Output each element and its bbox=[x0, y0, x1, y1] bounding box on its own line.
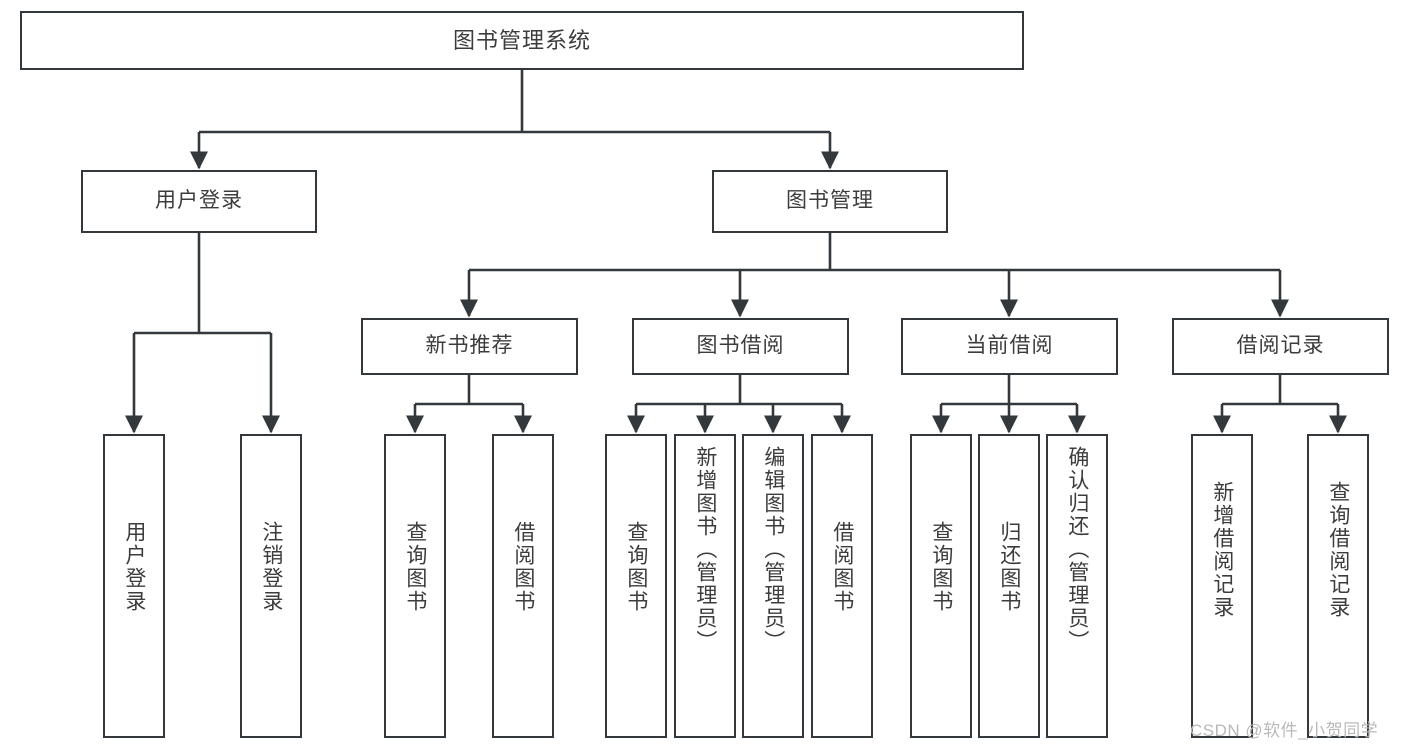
node-leaf-query-record[interactable]: 查询借阅记录 bbox=[1307, 434, 1369, 738]
node-borrow-record[interactable]: 借阅记录 bbox=[1172, 318, 1389, 375]
node-leaf-confirm-return-label: 确认归还（管理员） bbox=[1065, 446, 1089, 653]
node-leaf-query-record-label: 查询借阅记录 bbox=[1326, 481, 1350, 619]
node-leaf-borrow-book-2-label: 借阅图书 bbox=[830, 521, 854, 613]
node-leaf-borrow-book-2[interactable]: 借阅图书 bbox=[811, 434, 873, 738]
node-book-management[interactable]: 图书管理 bbox=[712, 170, 948, 233]
node-current-borrow[interactable]: 当前借阅 bbox=[901, 318, 1118, 375]
node-root[interactable]: 图书管理系统 bbox=[20, 11, 1024, 70]
node-leaf-user-login[interactable]: 用户登录 bbox=[103, 434, 165, 738]
node-leaf-add-record-label: 新增借阅记录 bbox=[1210, 481, 1234, 619]
node-current-borrow-label: 当前借阅 bbox=[965, 334, 1054, 358]
node-borrow-record-label: 借阅记录 bbox=[1236, 334, 1325, 358]
node-leaf-query-book-1[interactable]: 查询图书 bbox=[384, 434, 446, 738]
node-leaf-return-book-label: 归还图书 bbox=[997, 521, 1021, 613]
node-leaf-borrow-book-1[interactable]: 借阅图书 bbox=[492, 434, 554, 738]
node-book-borrow[interactable]: 图书借阅 bbox=[632, 318, 849, 375]
node-leaf-query-book-3[interactable]: 查询图书 bbox=[910, 434, 972, 738]
node-user-login-label: 用户登录 bbox=[155, 189, 243, 213]
node-leaf-borrow-book-1-label: 借阅图书 bbox=[511, 521, 535, 613]
node-leaf-confirm-return[interactable]: 确认归还（管理员） bbox=[1046, 434, 1108, 738]
node-leaf-edit-book[interactable]: 编辑图书（管理员） bbox=[742, 434, 804, 738]
node-user-login[interactable]: 用户登录 bbox=[81, 170, 317, 233]
node-leaf-query-book-1-label: 查询图书 bbox=[403, 521, 427, 613]
node-leaf-add-book-label: 新增图书（管理员） bbox=[693, 446, 717, 653]
node-new-book-recommend-label: 新书推荐 bbox=[425, 334, 514, 358]
node-leaf-query-book-2[interactable]: 查询图书 bbox=[605, 434, 667, 738]
node-leaf-return-book[interactable]: 归还图书 bbox=[978, 434, 1040, 738]
node-leaf-query-book-2-label: 查询图书 bbox=[624, 521, 648, 613]
node-leaf-edit-book-label: 编辑图书（管理员） bbox=[761, 446, 785, 653]
node-leaf-add-book[interactable]: 新增图书（管理员） bbox=[674, 434, 736, 738]
node-leaf-add-record[interactable]: 新增借阅记录 bbox=[1191, 434, 1253, 738]
node-root-label: 图书管理系统 bbox=[452, 27, 591, 53]
node-new-book-recommend[interactable]: 新书推荐 bbox=[361, 318, 578, 375]
node-leaf-logout-login-label: 注销登录 bbox=[259, 521, 283, 613]
node-leaf-query-book-3-label: 查询图书 bbox=[929, 521, 953, 613]
node-book-management-label: 图书管理 bbox=[786, 189, 874, 213]
node-book-borrow-label: 图书借阅 bbox=[696, 334, 785, 358]
node-leaf-user-login-label: 用户登录 bbox=[122, 521, 146, 613]
node-leaf-logout-login[interactable]: 注销登录 bbox=[240, 434, 302, 738]
csdn-watermark: CSDN @软件_小贺同学 bbox=[1190, 721, 1379, 740]
